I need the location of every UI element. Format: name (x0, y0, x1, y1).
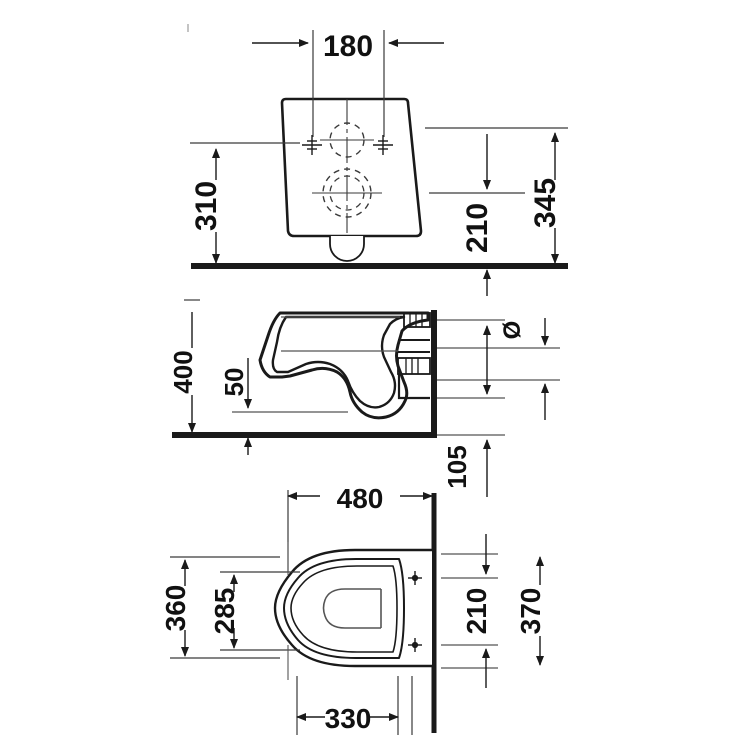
dimension-210-front-label: 210 (461, 203, 494, 253)
dimension-210-plan: 210 (441, 534, 498, 688)
dimension-400-label: 400 (168, 350, 198, 393)
front-elevation-view: 180 310 210 345 (190, 30, 568, 296)
side-bowl-inner-profile (271, 315, 406, 409)
dimension-210-front: 210 (425, 127, 568, 296)
side-right-dimension-ladder: Ø (437, 318, 560, 436)
dimension-180: 180 (252, 30, 444, 137)
dimension-180-label: 180 (323, 30, 373, 63)
dimension-330-label: 330 (325, 703, 372, 734)
side-section-view: 400 50 Ø (168, 299, 560, 497)
diameter-symbol-label: Ø (499, 321, 526, 340)
dimension-285: 285 (209, 571, 300, 651)
plan-fixing-bolt-top (408, 571, 422, 585)
dimension-345: 345 (529, 132, 562, 264)
dimension-370: 370 (515, 556, 546, 666)
dimension-480-label: 480 (337, 483, 384, 514)
front-outlet-knob (329, 236, 365, 262)
dimension-105: 105 (442, 439, 491, 497)
dimension-400: 400 (168, 299, 200, 433)
dimension-50-label: 50 (219, 368, 249, 397)
dimension-310: 310 (190, 142, 300, 264)
dimension-330: 330 (296, 676, 413, 735)
front-fixing-cross-left (302, 135, 322, 155)
front-fixing-cross-right (373, 135, 393, 155)
plan-seat-ring-inner (290, 565, 398, 653)
dimension-105-label: 105 (442, 445, 472, 488)
dimension-370-label: 370 (515, 588, 546, 635)
side-wall-connection-detail (397, 312, 431, 400)
plan-fixing-bolt-bottom (408, 638, 422, 652)
dimension-50: 50 (219, 358, 252, 455)
dimension-285-label: 285 (209, 588, 240, 635)
dimension-480: 480 (287, 483, 433, 572)
front-bowl-outline (280, 97, 423, 238)
dimension-210-plan-label: 210 (461, 588, 492, 635)
plan-view: 480 360 285 (160, 483, 546, 735)
dimension-345-label: 345 (529, 178, 562, 228)
plan-bowl-opening (322, 588, 381, 629)
dimension-310-label: 310 (190, 181, 223, 231)
dimension-360: 360 (160, 556, 280, 659)
dimension-360-label: 360 (160, 585, 191, 632)
